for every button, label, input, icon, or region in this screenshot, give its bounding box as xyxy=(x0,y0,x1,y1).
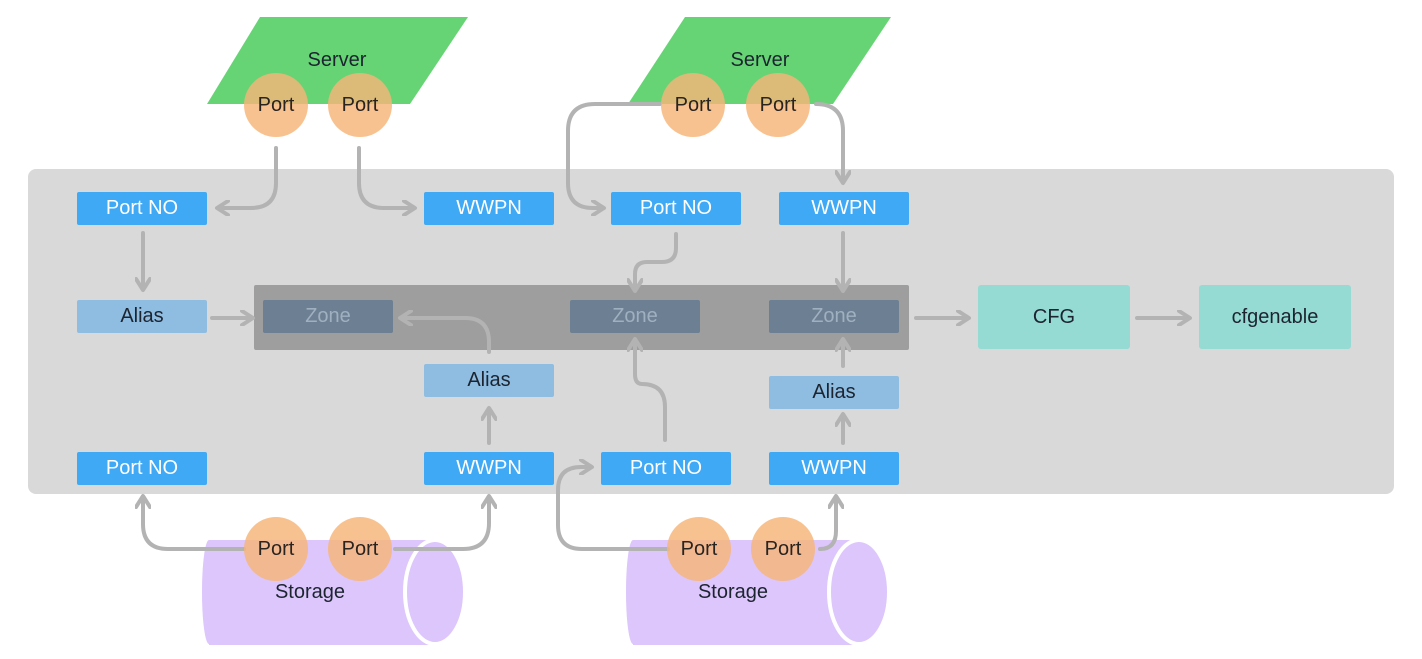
wwpn-top-1[interactable]: WWPN xyxy=(424,192,554,225)
arrow-portno-to-zone2 xyxy=(635,232,678,290)
storage-1-port-1[interactable]: Port xyxy=(244,517,308,581)
storage-2-port-2[interactable]: Port xyxy=(751,517,815,581)
server-1-label: Server xyxy=(307,49,367,71)
wwpn-bottom-2[interactable]: WWPN xyxy=(769,452,899,485)
server-2-port-2[interactable]: Port xyxy=(746,73,810,137)
port-no-bottom-1[interactable]: Port NO xyxy=(77,452,207,485)
arrow-s1-port1-to-portno xyxy=(218,146,278,208)
cfg-node[interactable]: CFG xyxy=(978,285,1130,349)
storage-1-label: Storage xyxy=(274,581,346,603)
port-no-top-1[interactable]: Port NO xyxy=(77,192,207,225)
storage-1-port-2[interactable]: Port xyxy=(328,517,392,581)
port-no-bottom-2[interactable]: Port NO xyxy=(601,452,731,485)
arrow-st1-port2-to-wwpn xyxy=(393,497,489,551)
wwpn-top-2[interactable]: WWPN xyxy=(779,192,909,225)
zone-3[interactable]: Zone xyxy=(769,300,899,333)
server-2-label: Server xyxy=(730,49,790,71)
server-1-port-2[interactable]: Port xyxy=(328,73,392,137)
arrow-s1-port2-to-wwpn xyxy=(357,146,414,208)
storage-2-label: Storage xyxy=(697,581,769,603)
arrow-portno-to-zone2-from-below xyxy=(635,340,667,442)
server-1-port-1[interactable]: Port xyxy=(244,73,308,137)
zone-1[interactable]: Zone xyxy=(263,300,393,333)
arrow-st2-port1-to-portno xyxy=(556,467,670,551)
port-no-top-2[interactable]: Port NO xyxy=(611,192,741,225)
wwpn-bottom-1[interactable]: WWPN xyxy=(424,452,554,485)
arrow-alias-to-zone1-from-below xyxy=(401,318,491,354)
arrow-s2-port2-to-wwpn xyxy=(814,102,843,182)
alias-3[interactable]: Alias xyxy=(769,376,899,409)
arrow-s2-port1-to-portno xyxy=(566,102,662,208)
alias-2[interactable]: Alias xyxy=(424,364,554,397)
server-2-port-1[interactable]: Port xyxy=(661,73,725,137)
storage-2-port-1[interactable]: Port xyxy=(667,517,731,581)
arrow-st1-port1-to-portno xyxy=(143,497,246,551)
zone-2[interactable]: Zone xyxy=(570,300,700,333)
storage-1-shape xyxy=(202,538,467,646)
cfgenable-node[interactable]: cfgenable xyxy=(1199,285,1351,349)
alias-1[interactable]: Alias xyxy=(77,300,207,333)
arrow-st2-port2-to-wwpn xyxy=(818,497,836,551)
